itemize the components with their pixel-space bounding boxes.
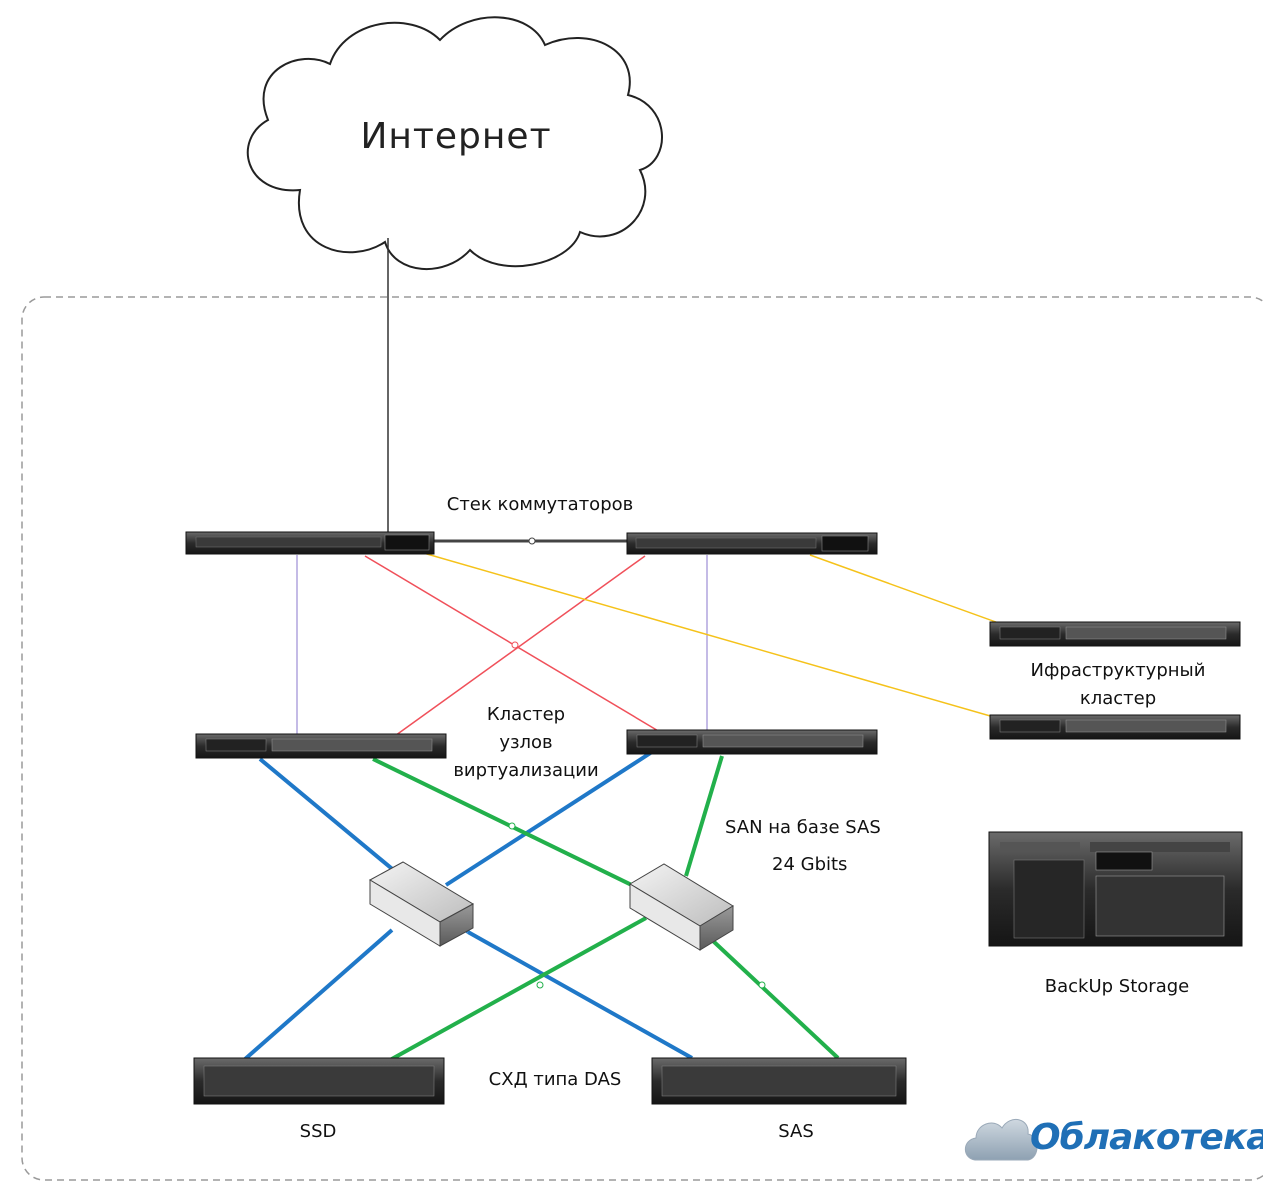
san-label-line2: 24 Gbits <box>772 854 848 875</box>
switch-left <box>185 531 435 555</box>
green-link-c <box>389 916 647 1062</box>
virt-node-left <box>195 733 447 759</box>
das-label: СХД типа DAS <box>488 1069 622 1090</box>
brand-cloud-icon <box>964 1119 1038 1161</box>
sas-switch-left <box>368 861 475 947</box>
das-sas <box>651 1057 907 1105</box>
blue-link-b <box>467 930 693 1060</box>
switch-right <box>626 532 878 555</box>
virt-cluster-label-line3: виртуализации <box>453 760 599 781</box>
backup-storage-label: BackUp Storage <box>1044 976 1190 997</box>
brand-logo <box>964 1119 1038 1161</box>
blue-link-d <box>242 928 394 1062</box>
infra-node-top <box>989 621 1241 647</box>
san-label-line1: SAN на базе SAS <box>725 817 881 838</box>
infra-cluster-label-line2: кластер <box>1079 688 1157 709</box>
sas-label: SAS <box>778 1121 814 1142</box>
stack-link-marker <box>528 537 536 545</box>
yellow-link-bottom <box>419 551 1019 725</box>
sas-switch-right <box>629 863 734 951</box>
yellow-link-top <box>809 554 1019 631</box>
blue-link-c <box>444 750 654 887</box>
infra-node-bottom <box>989 714 1241 740</box>
green-link-d <box>710 938 840 1060</box>
green-link-marker <box>758 981 766 989</box>
green-link-marker <box>536 981 544 989</box>
virt-cluster-label-line1: Кластер <box>486 704 566 725</box>
ssd-label: SSD <box>299 1121 337 1142</box>
internet-label: Интернет <box>360 116 552 157</box>
internet-cloud <box>246 16 663 270</box>
red-link-b <box>391 555 646 739</box>
das-ssd <box>193 1057 445 1105</box>
backup-storage <box>988 831 1243 947</box>
virt-node-right <box>626 729 878 755</box>
switch-stack-label: Стек коммутаторов <box>446 494 634 515</box>
brand-name: Облакотека <box>1030 1117 1263 1158</box>
red-link-marker <box>511 641 519 649</box>
green-link-b <box>684 755 724 877</box>
green-link-marker <box>508 822 516 830</box>
datacenter-boundary <box>21 296 1263 1181</box>
virt-cluster-label-line2: узлов <box>499 732 553 753</box>
infra-cluster-label-line1: Ифраструктурный <box>1030 660 1206 681</box>
